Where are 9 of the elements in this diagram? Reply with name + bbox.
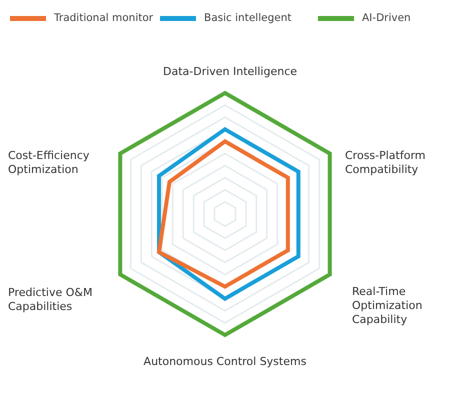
legend-label: Basic intellegent (204, 12, 292, 24)
axis-label: Data-Driven Intelligence (162, 65, 298, 79)
legend-label: AI-Driven (362, 12, 411, 24)
legend-label: Traditional monitor (54, 12, 154, 24)
axis-label: Real-Time Optimization Capability (352, 285, 424, 327)
axis-label: Autonomous Control Systems (142, 355, 308, 369)
axis-label: Cost-Efficiency Optimization (8, 149, 90, 177)
axis-label: Cross-Platform Compatibility (345, 149, 427, 177)
axis-label: Predictive O&M Capabilities (8, 286, 94, 314)
